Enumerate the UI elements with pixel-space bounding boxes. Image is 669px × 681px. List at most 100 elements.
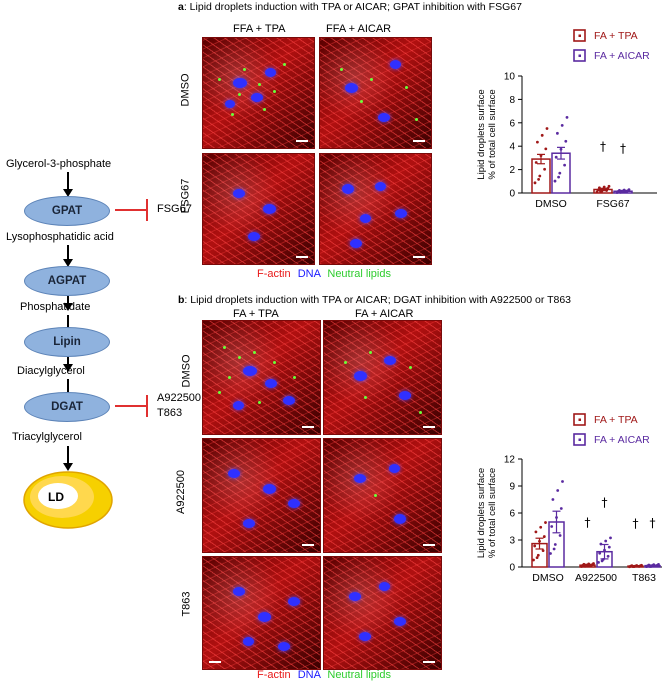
legend-label: FA + TPA — [594, 30, 638, 42]
lipid-droplet-icon: LD — [22, 470, 114, 530]
data-point — [534, 530, 538, 534]
data-point — [558, 534, 562, 537]
significance-dagger: † — [585, 515, 591, 529]
data-point — [559, 147, 563, 151]
data-point — [605, 189, 608, 192]
panel-a-row1: DMSO — [179, 73, 192, 107]
y-axis-label: Lipid droplets surface — [476, 89, 487, 179]
stain-dna: DNA — [297, 669, 321, 681]
data-point — [553, 543, 557, 546]
data-point — [609, 536, 612, 540]
x-tick-label: DMSO — [535, 198, 567, 210]
data-point — [537, 178, 540, 181]
data-point — [553, 179, 557, 183]
data-point — [635, 564, 639, 567]
data-point — [558, 171, 562, 175]
y-tick-label: 0 — [509, 189, 515, 200]
data-point — [607, 545, 611, 549]
data-point — [592, 562, 595, 565]
y-axis-label: % of total cell surface — [487, 89, 498, 179]
micrograph-a-fsg67-tpa — [202, 153, 315, 265]
data-point — [541, 549, 545, 553]
data-point — [538, 174, 542, 178]
x-tick-label: A922500 — [575, 572, 617, 584]
arrow-down-icon — [63, 296, 73, 311]
inhibition-bar-gpat — [146, 199, 148, 221]
significance-dagger: † — [620, 141, 626, 155]
data-point — [542, 535, 546, 538]
panel-a-col1: FFA + TPA — [233, 23, 286, 35]
inhibition-line-dgat — [115, 405, 147, 407]
micrograph-b-dmso-aicar — [323, 320, 442, 435]
stain-dna: DNA — [297, 268, 321, 280]
step-triacylglycerol: Triacylglycerol — [12, 431, 82, 443]
data-point — [587, 562, 591, 566]
micrograph-b-dmso-tpa — [202, 320, 321, 435]
data-point — [598, 186, 601, 190]
data-point — [544, 147, 548, 151]
y-tick-label: 10 — [504, 72, 516, 83]
y-tick-label: 12 — [504, 455, 516, 466]
data-point — [560, 123, 564, 127]
legend-swatch-dot — [578, 34, 581, 37]
y-axis-label: Lipid droplets surface — [476, 468, 487, 558]
data-point — [601, 187, 605, 191]
enzyme-agpat: AGPAT — [24, 266, 110, 296]
data-point — [559, 507, 563, 510]
y-tick-label: 0 — [509, 563, 515, 574]
legend-entry: FA + TPA — [573, 413, 638, 426]
panel-a-title: a: Lipid droplets induction with TPA or … — [178, 2, 522, 13]
data-point — [619, 190, 622, 194]
legend-label: FA + TPA — [594, 414, 638, 426]
data-point — [551, 498, 555, 501]
inhibition-line-gpat — [115, 209, 147, 211]
x-tick-label: T863 — [632, 572, 656, 584]
data-point — [597, 561, 600, 564]
data-point — [545, 127, 549, 130]
inhibition-bar-dgat — [146, 395, 148, 417]
data-point — [534, 161, 538, 164]
data-point — [538, 539, 541, 543]
x-tick-label: FSG67 — [596, 198, 629, 210]
y-tick-label: 9 — [509, 482, 515, 493]
stain-neutral-lipids: Neutral lipids — [327, 669, 391, 681]
data-point — [606, 187, 610, 190]
legend-swatch-dot — [578, 418, 581, 421]
inhibitor-a922500: A922500 — [157, 392, 202, 404]
data-point — [561, 480, 564, 483]
data-point — [596, 188, 600, 192]
data-point — [539, 525, 543, 529]
arrow-down-icon — [63, 172, 73, 197]
y-tick-label: 4 — [509, 142, 515, 153]
data-point — [532, 558, 535, 562]
step-glycerol-3-phosphate: Glycerol-3-phosphate — [6, 158, 112, 170]
step-diacylglycerol: Diacylglycerol — [17, 365, 85, 377]
data-point — [535, 556, 539, 560]
inhibitor-t863: T863 — [157, 407, 183, 419]
panel-a-title-text: : Lipid droplets induction with TPA or A… — [183, 1, 522, 13]
data-point — [603, 548, 606, 552]
data-point — [607, 184, 611, 188]
data-point — [648, 565, 652, 568]
panel-b-col1: FA + TPA — [233, 308, 279, 320]
stain-neutral-lipids: Neutral lipids — [327, 268, 391, 280]
panel-b-col2: FA + AICAR — [355, 308, 414, 320]
data-point — [657, 563, 660, 566]
enzyme-lipin: Lipin — [24, 327, 110, 357]
legend-label: FA + AICAR — [594, 434, 650, 446]
data-point — [627, 188, 631, 192]
data-point — [533, 181, 537, 185]
legend-swatch-dot — [578, 438, 581, 441]
y-tick-label: 2 — [509, 165, 515, 176]
panel-a-letter: a — [178, 1, 184, 13]
data-point — [556, 489, 560, 492]
significance-dagger: † — [600, 139, 606, 153]
data-point — [640, 563, 643, 567]
panel-b-title-text: : Lipid droplets induction with TPA or A… — [184, 294, 571, 306]
step-lysophosphatidic-acid: Lysophosphatidic acid — [6, 231, 114, 243]
significance-dagger: † — [602, 496, 608, 510]
panel-b-row2: A922500 — [175, 469, 188, 515]
data-point — [652, 563, 656, 567]
